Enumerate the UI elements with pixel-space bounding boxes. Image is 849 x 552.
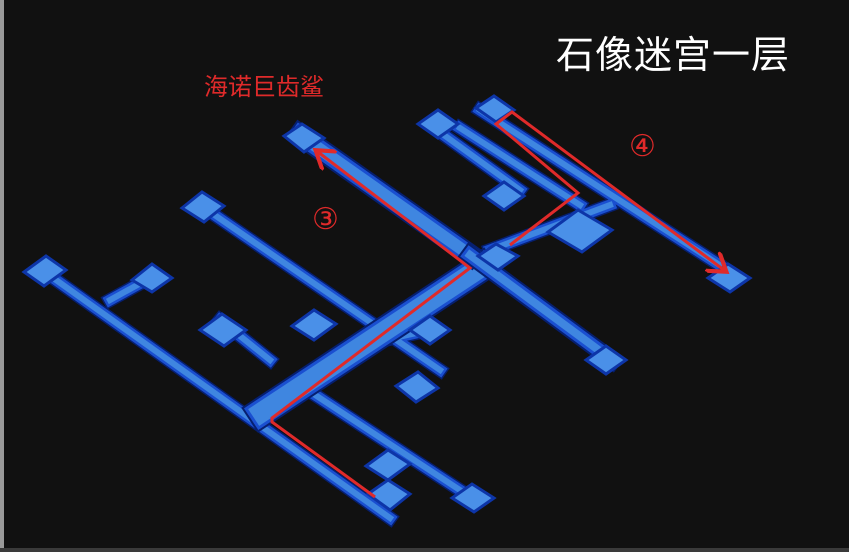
room-top-right-a	[415, 108, 461, 140]
route-4-path	[493, 110, 724, 270]
room-junction	[475, 242, 521, 272]
window-bottom-border	[0, 548, 849, 552]
room-east-end	[583, 344, 629, 376]
room-mid-left	[197, 312, 249, 348]
route-3-path	[270, 152, 473, 499]
route-paths	[270, 110, 724, 499]
room-west-small	[129, 262, 175, 294]
room-south-a	[363, 448, 413, 482]
map-title: 石像迷宫一层	[556, 33, 791, 77]
room-right-inner	[481, 180, 527, 212]
room-right-mid	[545, 208, 615, 254]
room-far-west	[21, 254, 69, 288]
room-top-right-b	[473, 94, 517, 124]
route-marker-4: ④	[629, 129, 656, 164]
room-boss	[281, 122, 327, 154]
room-top-left	[179, 190, 227, 224]
room-south-c	[449, 482, 497, 514]
boss-label: 海诺巨齿鲨	[204, 73, 324, 101]
room-lower-mid	[393, 370, 441, 404]
rooms	[21, 94, 753, 514]
room-centre-right	[407, 314, 453, 346]
room-hall-bump	[289, 308, 339, 342]
room-south-b	[365, 478, 413, 512]
window-left-border	[0, 0, 4, 552]
route-marker-3: ③	[312, 202, 339, 237]
